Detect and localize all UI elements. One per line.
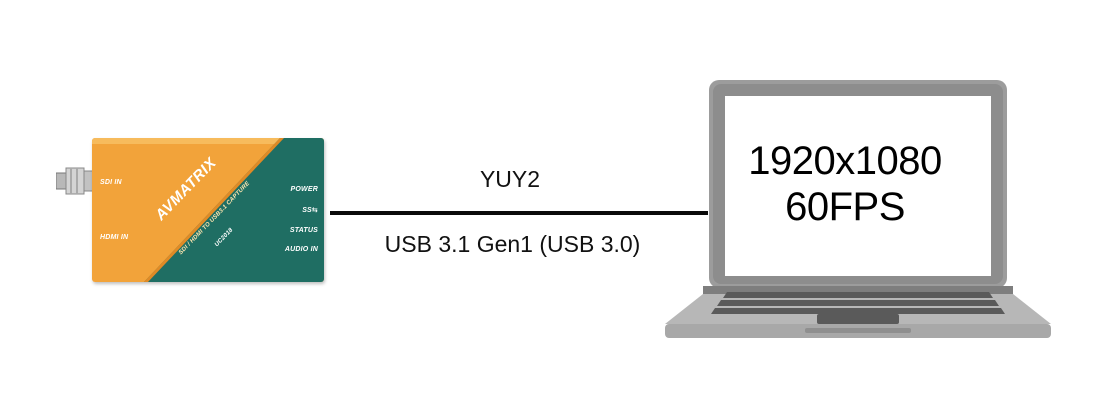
- device-indicator-usb: SS⇆: [302, 207, 318, 214]
- screen-resolution: 1920x1080: [748, 139, 942, 183]
- device-body: SDI IN HDMI IN AVMATRIX SDI / HDMI TO US…: [92, 138, 324, 282]
- screen-display: 1920x1080 60FPS: [725, 138, 965, 230]
- laptop: 1920x1080 60FPS: [665, 78, 1051, 344]
- device-panel-graphic: [92, 138, 324, 282]
- usb-cable: [330, 211, 708, 215]
- bnc-connector-icon: [56, 167, 95, 195]
- usb-interface-label: USB 3.1 Gen1 (USB 3.0): [384, 231, 641, 257]
- device-port-sdi: SDI IN: [100, 179, 122, 186]
- device-indicator-audio: AUDIO IN: [284, 246, 318, 253]
- device-indicator-status: STATUS: [289, 227, 318, 234]
- laptop-icon: [665, 80, 1051, 338]
- screen-framerate: 60FPS: [785, 185, 905, 229]
- video-format-label: YUY2: [479, 166, 541, 192]
- device-indicator-power: POWER: [290, 186, 318, 193]
- device-port-hdmi: HDMI IN: [100, 234, 129, 241]
- capture-device: SDI IN HDMI IN AVMATRIX SDI / HDMI TO US…: [56, 138, 332, 286]
